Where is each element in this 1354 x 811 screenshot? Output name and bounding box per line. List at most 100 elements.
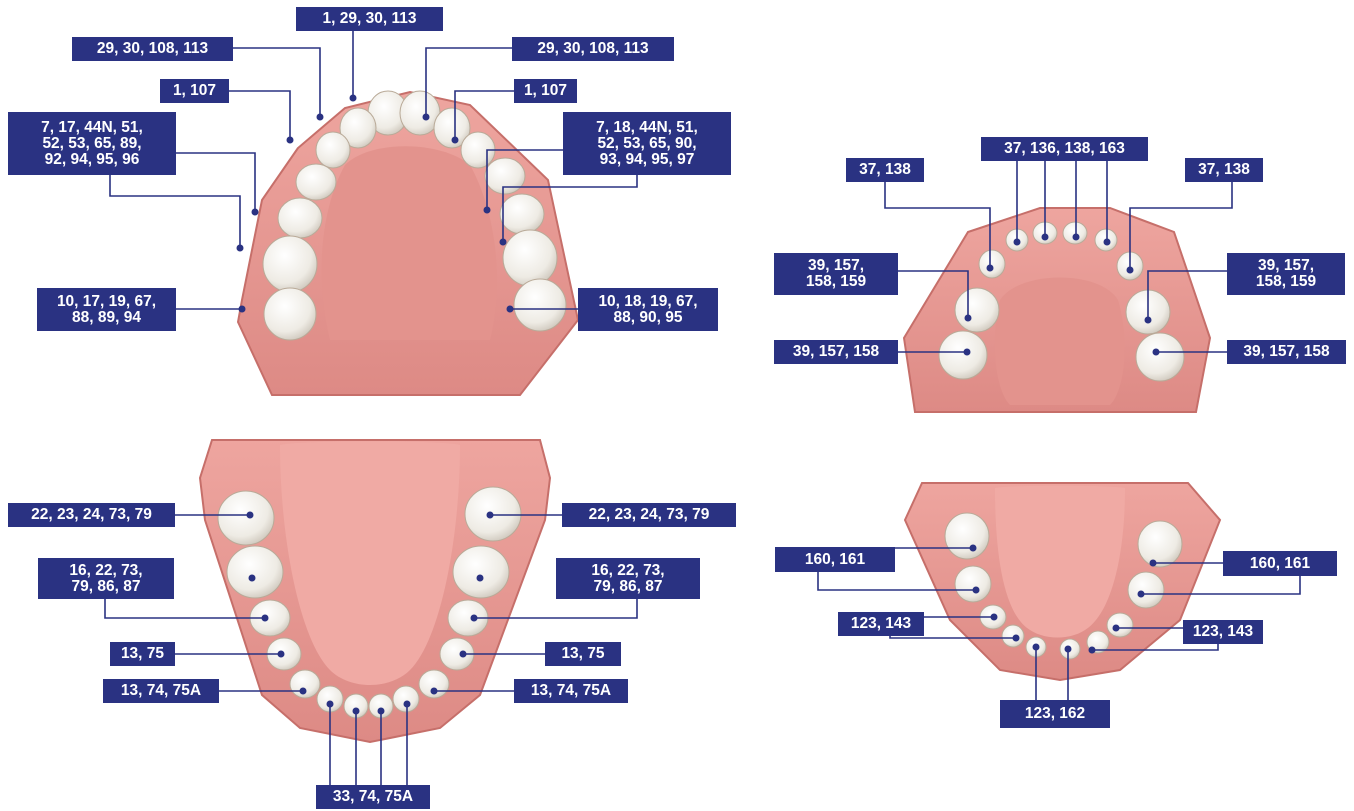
label-ll-2: 22, 23, 24, 73, 79 (562, 503, 736, 527)
leader-dot (965, 315, 972, 322)
label-ur-7: 39, 157, 158 (1227, 340, 1346, 364)
leader-dot (1150, 560, 1157, 567)
tooth (500, 194, 544, 234)
leader-line (233, 48, 320, 115)
tooth (1128, 572, 1164, 608)
tooth (955, 566, 991, 602)
label-lr-4: 123, 143 (1183, 620, 1263, 644)
leader-dot (1113, 625, 1120, 632)
leader-dot (262, 615, 269, 622)
upper-left-model (238, 91, 578, 395)
leader-dot (477, 575, 484, 582)
label-ul-2: 29, 30, 108, 113 (72, 37, 233, 61)
leader-dot (460, 651, 467, 658)
label-ur-5: 39, 157, 158, 159 (1227, 253, 1345, 295)
tooth (514, 279, 566, 331)
label-ul-4: 1, 107 (160, 79, 229, 103)
tooth (278, 198, 322, 238)
label-ll-3: 16, 22, 73, 79, 86, 87 (38, 558, 174, 599)
leader-dot (1042, 234, 1049, 241)
label-ll-1: 22, 23, 24, 73, 79 (8, 503, 175, 527)
label-ll-5: 13, 75 (110, 642, 175, 666)
leader-dot (249, 575, 256, 582)
label-ul-8: 10, 17, 19, 67, 88, 89, 94 (37, 288, 176, 331)
label-lr-3: 123, 143 (838, 612, 924, 636)
leader-dot (1145, 317, 1152, 324)
leader-dot (471, 615, 478, 622)
tooth (503, 230, 557, 286)
label-lr-2: 160, 161 (1223, 551, 1337, 576)
leader-dot (287, 137, 294, 144)
label-ul-9: 10, 18, 19, 67, 88, 90, 95 (578, 288, 718, 331)
label-ul-6: 7, 17, 44N, 51, 52, 53, 65, 89, 92, 94, … (8, 112, 176, 175)
label-ul-1: 1, 29, 30, 113 (296, 7, 443, 31)
leader-dot (970, 545, 977, 552)
leader-dot (1033, 644, 1040, 651)
upper-left-palate (322, 146, 497, 340)
tooth (453, 546, 509, 598)
leader-dot (404, 701, 411, 708)
tooth (1002, 625, 1024, 647)
tooth (227, 546, 283, 598)
tooth (218, 491, 274, 545)
leader-dot (431, 688, 438, 695)
leader-dot (1127, 267, 1134, 274)
tooth (316, 132, 350, 168)
label-ur-2: 37, 138 (846, 158, 924, 182)
leader-dot (1089, 647, 1096, 654)
leader-line (110, 175, 240, 246)
label-ll-7: 13, 74, 75A (103, 679, 219, 703)
tooth (1136, 333, 1184, 381)
label-ll-4: 16, 22, 73, 79, 86, 87 (556, 558, 700, 599)
leader-dot (991, 614, 998, 621)
tooth (979, 250, 1005, 278)
leader-dot (300, 688, 307, 695)
leader-dot (1014, 239, 1021, 246)
leader-dot (423, 114, 430, 121)
leader-line (229, 91, 290, 138)
leader-dot (317, 114, 324, 121)
leader-dot (237, 245, 244, 252)
label-lr-1: 160, 161 (775, 547, 895, 572)
label-ur-1: 37, 136, 138, 163 (981, 137, 1148, 161)
leader-dot (1013, 635, 1020, 642)
label-ll-8: 13, 74, 75A (514, 679, 628, 703)
tooth (296, 164, 336, 200)
label-ur-3: 37, 138 (1185, 158, 1263, 182)
leader-dot (452, 137, 459, 144)
leader-dot (378, 708, 385, 715)
leader-dot (973, 587, 980, 594)
tooth (263, 236, 317, 292)
leader-dot (327, 701, 334, 708)
tooth (945, 513, 989, 559)
leader-line (176, 153, 255, 210)
leader-dot (1073, 234, 1080, 241)
label-ll-6: 13, 75 (545, 642, 621, 666)
label-ul-3: 29, 30, 108, 113 (512, 37, 674, 61)
leader-dot (987, 265, 994, 272)
upper-right-palate (995, 278, 1125, 406)
tooth (1063, 222, 1087, 244)
leader-dot (487, 512, 494, 519)
leader-dot (500, 239, 507, 246)
leader-dot (1138, 591, 1145, 598)
lower-left-model (200, 440, 550, 742)
leader-dot (1153, 349, 1160, 356)
leader-dot (1065, 646, 1072, 653)
leader-dot (252, 209, 259, 216)
tooth (1107, 613, 1133, 637)
tooth (393, 686, 419, 712)
tooth (939, 331, 987, 379)
tooth (955, 288, 999, 332)
leader-dot (507, 306, 514, 313)
upper-right-model (904, 208, 1210, 412)
leader-dot (1104, 239, 1111, 246)
leader-dot (484, 207, 491, 214)
leader-dot (278, 651, 285, 658)
leader-dot (353, 708, 360, 715)
label-ll-9: 33, 74, 75A (316, 785, 430, 809)
tooth (264, 288, 316, 340)
leader-dot (964, 349, 971, 356)
label-ul-5: 1, 107 (514, 79, 577, 103)
leader-dot (239, 306, 246, 313)
